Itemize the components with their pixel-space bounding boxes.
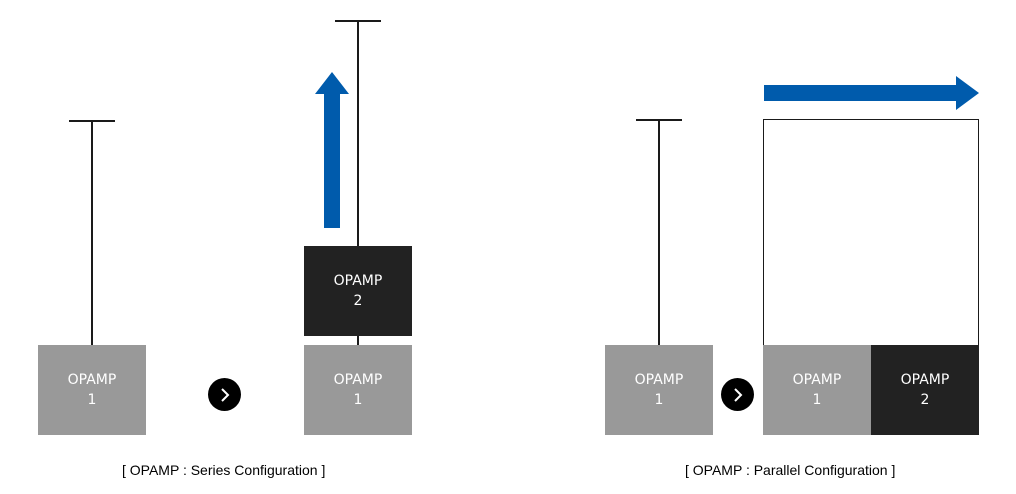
- parallel-after-outline: [763, 119, 979, 349]
- opamp-label: OPAMP: [67, 372, 117, 388]
- opamp-label: OPAMP: [900, 372, 950, 388]
- parallel-next-icon: [721, 378, 754, 411]
- series-after-pin: [357, 20, 359, 345]
- series-caption: [ OPAMP : Series Configuration ]: [122, 462, 326, 478]
- opamp-number: 1: [87, 392, 97, 408]
- chevron-right-icon: [220, 387, 229, 402]
- series-next-icon: [208, 378, 241, 411]
- parallel-caption: [ OPAMP : Parallel Configuration ]: [685, 462, 896, 478]
- series-before-pin: [91, 120, 93, 345]
- opamp-number: 1: [654, 392, 664, 408]
- opamp-number: 2: [920, 392, 930, 408]
- arrow-right-icon: [764, 76, 979, 110]
- parallel-after-opamp-1: OPAMP 1: [763, 345, 871, 435]
- opamp-label: OPAMP: [792, 372, 842, 388]
- parallel-before-pin: [658, 119, 660, 345]
- opamp-label: OPAMP: [333, 273, 383, 289]
- arrow-up-icon: [315, 72, 349, 228]
- opamp-number: 1: [812, 392, 822, 408]
- series-after-opamp-2: OPAMP 2: [304, 246, 412, 336]
- opamp-label: OPAMP: [333, 372, 383, 388]
- opamp-label: OPAMP: [634, 372, 684, 388]
- opamp-number: 1: [353, 392, 363, 408]
- series-before-opamp-1: OPAMP 1: [38, 345, 146, 435]
- series-after-opamp-1: OPAMP 1: [304, 345, 412, 435]
- opamp-number: 2: [353, 293, 363, 309]
- chevron-right-icon: [733, 387, 742, 402]
- parallel-after-opamp-2: OPAMP 2: [871, 345, 979, 435]
- parallel-before-opamp-1: OPAMP 1: [605, 345, 713, 435]
